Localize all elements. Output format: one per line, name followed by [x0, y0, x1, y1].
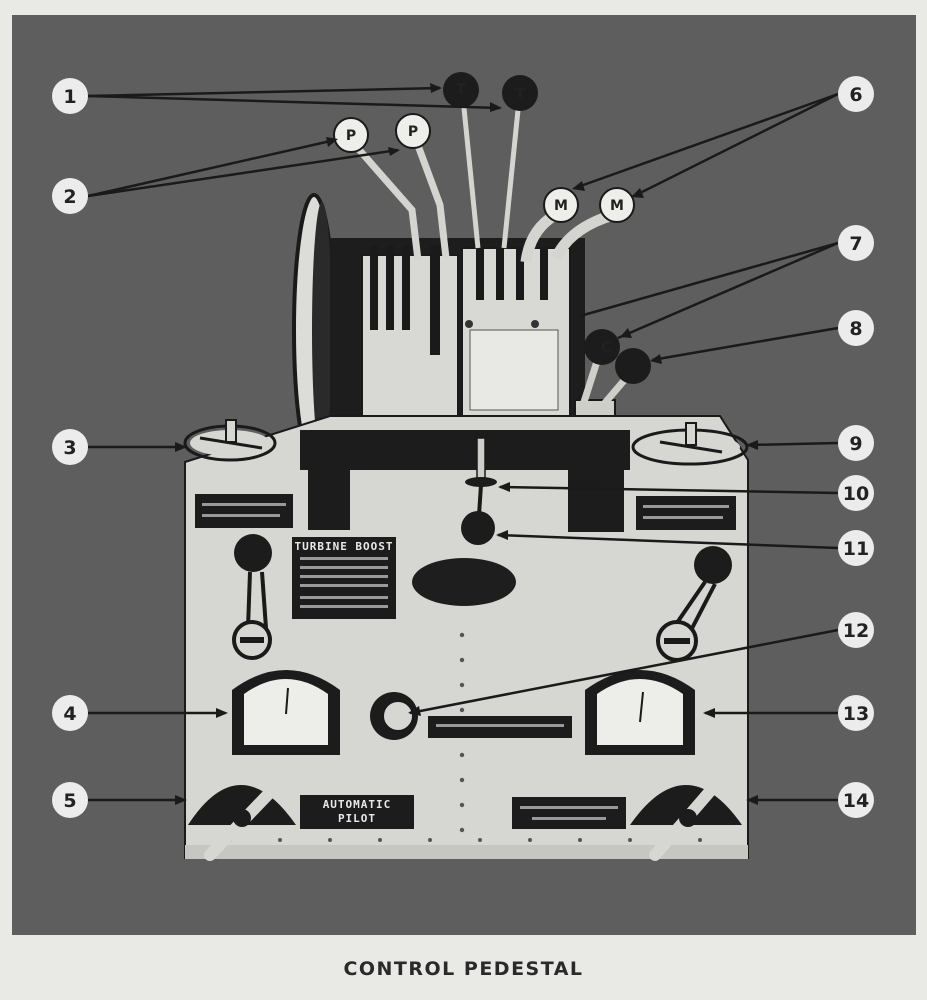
callout-number: 3 — [63, 437, 76, 459]
throttle-knob-letter: T — [515, 86, 525, 102]
callout-14: 14 — [838, 782, 874, 818]
mixture-knob-right[interactable]: M — [599, 187, 635, 223]
throttle-knob-left[interactable]: T — [443, 72, 479, 108]
callout-3: 3 — [52, 429, 88, 465]
left-side-lever[interactable] — [232, 534, 272, 660]
carb-knob-upper[interactable]: C — [584, 329, 620, 365]
callout-7: 7 — [838, 225, 874, 261]
callout-8: 8 — [838, 310, 874, 346]
mixture-knob-letter: M — [554, 198, 568, 214]
placard-upper-left — [195, 494, 293, 528]
propeller-knob-letter: P — [346, 128, 356, 144]
leader-arrowheads — [175, 83, 758, 805]
callout-number: 13 — [843, 703, 869, 725]
callout-1: 1 — [52, 78, 88, 114]
center-push-button[interactable] — [370, 692, 418, 740]
callout-number: 1 — [63, 86, 76, 108]
callout-11: 11 — [838, 530, 874, 566]
throttle-knob-right[interactable]: T — [502, 75, 538, 111]
callout-number: 5 — [63, 790, 76, 812]
propeller-knob-letter: P — [408, 124, 418, 140]
callout-number: 14 — [843, 790, 869, 812]
turbine-boost-placard: TURBINE BOOST — [292, 537, 396, 619]
leader-lines — [87, 86, 839, 802]
autopilot-placard-line2: PILOT — [338, 812, 376, 825]
autopilot-placard-line1: AUTOMATIC — [323, 798, 392, 811]
callout-2: 2 — [52, 178, 88, 214]
placard-center-strip — [428, 716, 572, 738]
callout-12: 12 — [838, 612, 874, 648]
callout-6: 6 — [838, 76, 874, 112]
carb-knob-letter: C — [601, 340, 611, 356]
callout-number: 4 — [63, 703, 76, 725]
placard-upper-right — [636, 496, 736, 530]
callout-4: 4 — [52, 695, 88, 731]
callout-number: 11 — [843, 538, 869, 560]
callout-number: 12 — [843, 620, 869, 642]
callout-number: 9 — [849, 433, 862, 455]
center-control-knob[interactable] — [461, 511, 495, 545]
callout-number: 10 — [843, 483, 869, 505]
center-lock-lever[interactable] — [465, 437, 497, 516]
figure-caption: CONTROL PEDESTAL — [343, 958, 584, 980]
propeller-levers — [352, 138, 450, 261]
callout-number: 8 — [849, 318, 862, 340]
throttle-quadrant — [292, 193, 585, 467]
mixture-knob-letter: M — [610, 198, 624, 214]
propeller-knob-left[interactable]: P — [333, 117, 369, 153]
callout-9: 9 — [838, 425, 874, 461]
right-side-lever[interactable] — [656, 546, 732, 662]
callout-10: 10 — [838, 475, 874, 511]
gauge-left — [232, 670, 340, 755]
throttle-knob-letter: T — [456, 82, 466, 98]
trim-wheel-right[interactable] — [631, 422, 749, 466]
autopilot-placard-left: AUTOMATIC PILOT — [300, 795, 414, 829]
mixture-knob-left[interactable]: M — [543, 187, 579, 223]
trim-wheel-left[interactable] — [183, 419, 277, 462]
callout-13: 13 — [838, 695, 874, 731]
selector-switch-left[interactable] — [188, 776, 296, 861]
gauge-right — [585, 670, 695, 755]
selector-switch-right[interactable] — [630, 776, 742, 861]
callout-number: 2 — [63, 186, 76, 208]
callout-5: 5 — [52, 782, 88, 818]
propeller-knob-right[interactable]: P — [395, 113, 431, 149]
turbine-placard-heading: TURBINE BOOST — [294, 540, 393, 553]
placard-lower-right — [512, 797, 626, 829]
center-handle-grip[interactable] — [412, 558, 516, 606]
throttle-levers — [460, 97, 522, 249]
carb-knob-lower[interactable] — [615, 348, 651, 384]
callout-number: 6 — [849, 84, 862, 106]
callout-number: 7 — [849, 233, 862, 255]
